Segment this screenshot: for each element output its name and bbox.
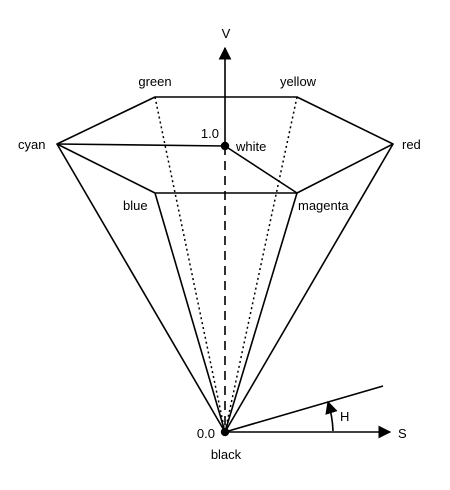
red-label: red [402, 137, 421, 152]
hue-arc-arrow [325, 400, 338, 432]
hue-reference-line [224, 385, 384, 433]
cyan-label: cyan [18, 137, 45, 152]
white-point [220, 141, 230, 151]
edge-white-magenta [224, 145, 298, 194]
blue-label: blue [123, 198, 148, 213]
edge-yellow-black [224, 96, 298, 433]
s-axis-label: S [398, 426, 407, 441]
green-label: green [138, 74, 171, 89]
edge-green-black [154, 96, 226, 433]
hue-label: H [340, 409, 349, 424]
value-top-label: 1.0 [201, 126, 219, 141]
edge-blue-black [154, 192, 226, 433]
edge-cyan-white [56, 143, 226, 147]
edge-red-black [224, 143, 394, 433]
magenta-label: magenta [298, 198, 349, 213]
value-bottom-label: 0.0 [197, 426, 215, 441]
yellow-label: yellow [280, 74, 317, 89]
edge-magenta-black [224, 192, 298, 433]
white-label: white [235, 139, 266, 154]
black-label: black [211, 447, 242, 462]
black-point [220, 427, 230, 437]
v-axis-label: V [222, 26, 231, 41]
edge-cyan-black [56, 143, 226, 433]
